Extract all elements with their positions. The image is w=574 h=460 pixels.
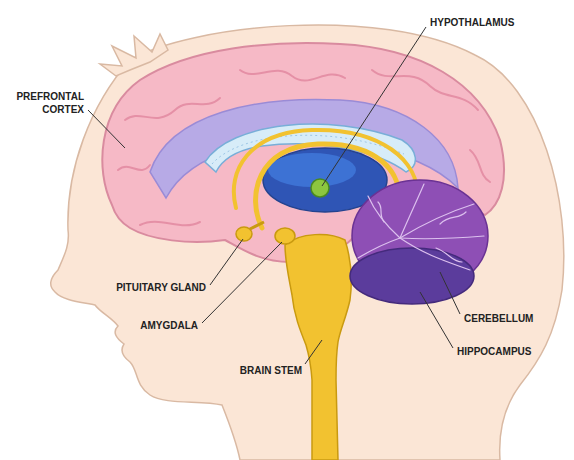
hippocampus (350, 248, 474, 304)
leader-line (210, 239, 243, 285)
leader-line (305, 340, 322, 364)
part-label: BRAIN STEM (240, 364, 302, 377)
head-silhouette (51, 25, 564, 460)
cortex-fold (470, 150, 490, 182)
cerebellum-fold (400, 238, 470, 270)
amygdala (275, 228, 295, 244)
part-label: HYPOTHALAMUS (430, 16, 514, 29)
leader-line (88, 110, 125, 148)
cerebellum-fold (368, 196, 400, 238)
cerebellum-fold (358, 238, 400, 258)
part-label: CEREBELLUM (464, 312, 533, 325)
cortex-fold (118, 165, 150, 170)
cortex-fold (240, 70, 345, 81)
thalamus-highlight (268, 153, 356, 187)
cerebellum-fold (400, 204, 474, 238)
pituitary-gland (236, 227, 252, 241)
cortex-fold (125, 98, 220, 120)
part-label: HIPPOCAMPUS (457, 345, 531, 358)
leader-lines (88, 27, 460, 364)
cerebellum-fold (400, 184, 424, 238)
cerebellum-folia (358, 184, 484, 270)
cortex-fold (140, 222, 200, 226)
leader-line (322, 27, 426, 186)
cerebellum-fold (400, 236, 484, 239)
leader-line (202, 242, 282, 323)
leader-line (420, 292, 453, 348)
part-label: PITUITARY GLAND (116, 281, 206, 294)
cerebellum-fold (440, 212, 466, 224)
leader-line (440, 272, 460, 314)
cerebellum-fold (436, 248, 462, 262)
cortex-fold (372, 70, 478, 110)
hypothalamus (311, 179, 329, 197)
part-label: AMYGDALA (140, 319, 198, 332)
part-label: PREFRONTAL CORTEX (14, 90, 84, 116)
brain-stem (285, 235, 351, 460)
cerebellum-fold (378, 202, 384, 222)
